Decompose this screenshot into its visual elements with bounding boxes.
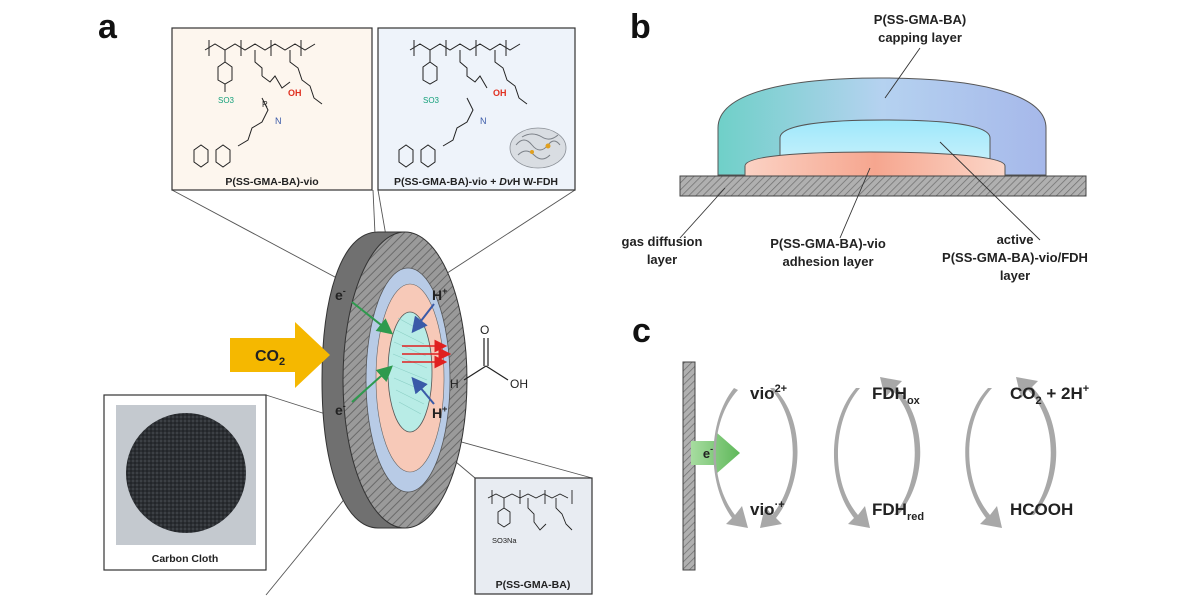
hcooh-product-label: HCOOH [1010, 500, 1073, 519]
curve-arrow-4 [880, 377, 921, 515]
nitrogen-label-vio: N [275, 116, 282, 126]
electron-label-c: e- [703, 444, 713, 461]
sulfonate-label-vio: SO3 [218, 96, 235, 105]
adhesion-label-1: P(SS-GMA-BA)-vio [770, 236, 886, 251]
vio-oxidized-label: vio2+ [750, 383, 787, 403]
polymer-structure-fdh [398, 40, 528, 168]
r-group-label-vio: R [262, 100, 268, 109]
panel-c: c e- vio2+ vio·+ FDHox FDHred CO2 + 2H+ … [632, 312, 1089, 571]
carbon-cloth-box: Carbon Cloth [103, 394, 267, 571]
hydroxyl-label-fdh: OH [493, 88, 507, 98]
vio-reduced-label: vio·+ [750, 499, 785, 519]
electrode-bar [682, 361, 696, 571]
proton-arrow-bottom: H+ [411, 376, 447, 421]
active-layer [779, 119, 991, 161]
proton-arrow-top: H+ [411, 286, 447, 334]
carbon-cloth-photo [126, 413, 246, 533]
product-arrows [402, 339, 452, 369]
electrode-disc [321, 231, 468, 529]
structure-box-fdh: SO3 OH N P(SS-GMA-BA)-vio + DvH W-FDH [377, 27, 576, 191]
fdh-reduced-label: FDHred [872, 500, 924, 523]
structure-box-base: SO3Na P(SS-GMA-BA) [474, 477, 593, 595]
panel-b: b P(SS-GMA-BA) capping layer gas diffusi… [622, 8, 1088, 283]
gas-diffusion-layer [679, 175, 1087, 197]
caption-carbon-cloth: Carbon Cloth [152, 553, 219, 565]
caption-fdh: P(SS-GMA-BA)-vio + DvH W-FDH [394, 176, 558, 188]
curve-arrow-1 [713, 388, 748, 528]
co2-inflow-arrow: CO2 [230, 322, 330, 388]
formic-oh-label: OH [510, 377, 528, 391]
adhesion-layer [744, 151, 1006, 177]
curve-arrow-5 [965, 388, 1002, 528]
curve-arrow-3 [833, 388, 870, 528]
nitrogen-label-fdh: N [480, 116, 487, 126]
gdl-label-2: layer [647, 252, 677, 267]
co2-reactant-label: CO2 + 2H+ [1010, 383, 1089, 407]
proton-label-top: H+ [432, 286, 447, 303]
hydroxyl-label-vio: OH [288, 88, 302, 98]
formic-acid-structure: O H OH [450, 323, 528, 391]
panel-b-label: b [630, 8, 651, 46]
leader-lines-b [679, 47, 1041, 241]
enzyme-illustration [509, 127, 567, 169]
panel-c-label: c [632, 312, 651, 350]
proton-label-bottom: H+ [432, 404, 447, 421]
gdl-label-1: gas diffusion [622, 234, 703, 249]
curve-arrow-2 [760, 388, 798, 528]
caption-vio: P(SS-GMA-BA)-vio [225, 176, 318, 188]
so3na-label: SO3Na [492, 536, 517, 545]
electron-arrow-bottom: e- [335, 365, 393, 418]
co2-label: CO2 [255, 348, 285, 368]
polymer-structure-vio [193, 40, 323, 168]
active-disc [387, 311, 433, 433]
formic-h-label: H [450, 377, 459, 391]
electron-label-bottom: e- [335, 401, 346, 418]
fdh-oxidized-label: FDHox [872, 384, 921, 407]
adhesion-label-2: adhesion layer [782, 254, 873, 269]
active-label-3: layer [1000, 268, 1030, 283]
caption-base: P(SS-GMA-BA) [496, 579, 571, 591]
curve-arrow-6 [1016, 377, 1057, 515]
panel-a: a [98, 8, 593, 596]
active-label-1: active [997, 232, 1034, 247]
polymer-structure-base [487, 490, 573, 531]
formic-o-label: O [480, 323, 489, 337]
electron-label-top: e- [335, 286, 346, 303]
sulfonate-label-fdh: SO3 [423, 96, 440, 105]
electron-arrow-top: e- [335, 286, 394, 335]
capping-label-1: P(SS-GMA-BA) [874, 12, 966, 27]
active-label-2: P(SS-GMA-BA)-vio/FDH [942, 250, 1088, 265]
panel-a-label: a [98, 8, 118, 46]
capping-label-2: capping layer [878, 30, 962, 45]
redox-cycle-arrows [713, 377, 1057, 528]
structure-box-vio: SO3 OH N R P(SS-GMA-BA)-vio [171, 27, 373, 191]
